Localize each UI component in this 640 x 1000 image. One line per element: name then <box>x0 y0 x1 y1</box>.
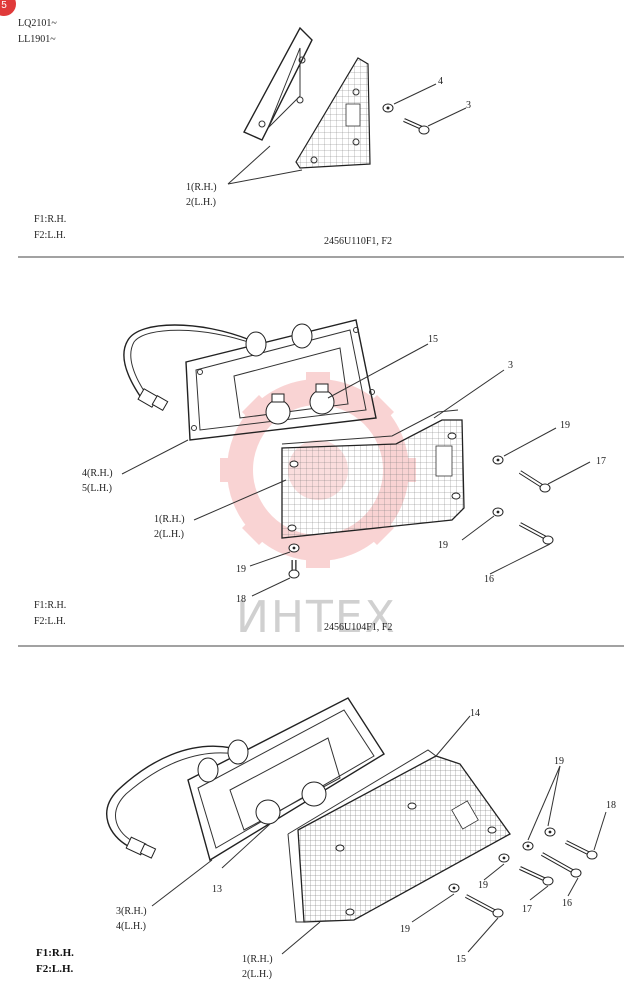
callout-2-lh: 2(L.H.) <box>186 197 216 208</box>
callout-17: 17 <box>522 904 532 915</box>
callout-19: 19 <box>560 420 570 431</box>
callout-2-lh: 2(L.H.) <box>154 529 184 540</box>
callout-1-rh: 1(R.H.) <box>186 182 217 193</box>
washer <box>382 103 394 113</box>
callout-2-lh: 2(L.H.) <box>242 969 272 980</box>
lens <box>281 409 465 539</box>
legend-f1: F1:R.H. <box>34 600 66 611</box>
lens <box>287 749 511 923</box>
callout-4-rh: 4(R.H.) <box>82 468 113 479</box>
callout-3-rh: 3(R.H.) <box>116 906 147 917</box>
callout-1-rh: 1(R.H.) <box>154 514 185 525</box>
washer <box>448 827 556 893</box>
callout-17: 17 <box>596 456 606 467</box>
callout-1-rh: 1(R.H.) <box>242 954 273 965</box>
callout-19: 19 <box>554 756 564 767</box>
washer <box>288 455 504 553</box>
serial-line-1: LQ2101~ <box>18 18 57 29</box>
wiring-harness <box>106 745 237 859</box>
callout-4-lh: 4(L.H.) <box>116 921 146 932</box>
callout-3: 3 <box>508 360 513 371</box>
figure-code: 2456U110F1, F2 <box>324 236 392 247</box>
legend-f2: F2:L.H. <box>34 616 66 627</box>
reflector-lh <box>295 57 371 169</box>
screw <box>465 840 598 918</box>
callout-13: 13 <box>212 884 222 895</box>
bulb-right <box>301 781 327 807</box>
panel-1: 4 3 1(R.H.) 2(L.H.) F1:R.H. F2:L.H. 2456… <box>34 26 471 247</box>
bulb-left <box>265 393 291 425</box>
legend-f1: F1:R.H. <box>36 947 74 959</box>
callout-19: 19 <box>478 880 488 891</box>
screw <box>288 470 554 579</box>
callout-19: 19 <box>400 924 410 935</box>
panel-2: 15 3 19 17 4(R.H.) 5(L.H.) 1(R.H.) 2(L.H… <box>34 319 606 633</box>
callout-5-lh: 5(L.H.) <box>82 483 112 494</box>
page-badge: 5 <box>0 0 16 16</box>
screw <box>403 118 430 135</box>
bulb-left <box>255 799 281 825</box>
callout-19: 19 <box>236 564 246 575</box>
callout-4: 4 <box>438 76 443 87</box>
callout-18: 18 <box>236 594 246 605</box>
lamp-housing <box>187 697 385 862</box>
legend-f1: F1:R.H. <box>34 214 66 225</box>
reflector-rh <box>243 26 313 141</box>
watermark-text: ИНТЕХ <box>236 592 397 643</box>
panel-3: 14 19 18 13 19 16 17 3(R.H.) 4(L.H.) 19 … <box>36 697 616 980</box>
wiring-harness <box>123 324 255 412</box>
figure-code: 2456U104F1, F2 <box>324 622 392 633</box>
bulb-right <box>309 383 335 415</box>
legend-f2: F2:L.H. <box>34 230 66 241</box>
lamp-housing <box>185 319 377 441</box>
callout-16: 16 <box>562 898 572 909</box>
callout-14: 14 <box>470 708 480 719</box>
callout-16: 16 <box>484 574 494 585</box>
callout-15: 15 <box>456 954 466 965</box>
callout-19: 19 <box>438 540 448 551</box>
page-badge-number: 5 <box>1 0 7 11</box>
callout-18: 18 <box>606 800 616 811</box>
callout-15: 15 <box>428 334 438 345</box>
legend-f2: F2:L.H. <box>36 963 74 975</box>
callout-3: 3 <box>466 100 471 111</box>
serial-line-2: LL1901~ <box>18 34 56 45</box>
